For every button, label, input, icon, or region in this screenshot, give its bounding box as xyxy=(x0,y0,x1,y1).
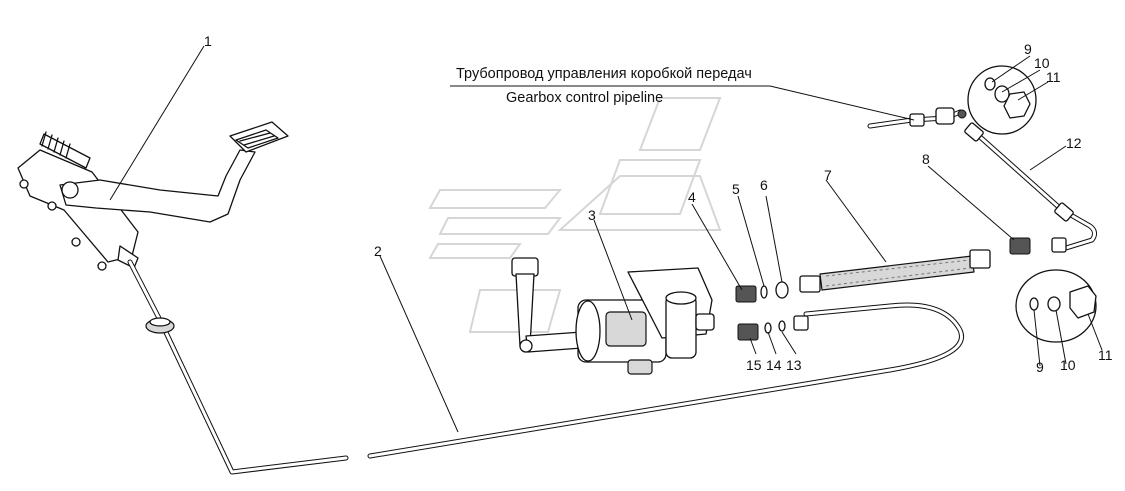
lower-fittings-row xyxy=(737,315,809,341)
pipeline-caption-english: Gearbox control pipeline xyxy=(506,90,663,106)
part-label-13: 13 xyxy=(786,357,802,373)
part-label-1: 1 xyxy=(204,33,212,49)
top-fitting-detail xyxy=(967,65,1037,135)
pedal-push-rod xyxy=(127,259,349,475)
part-label-12: 12 xyxy=(1066,135,1082,151)
bottom-fitting-detail xyxy=(1015,269,1097,343)
clutch-pedal-assembly xyxy=(17,121,289,271)
part-label-8: 8 xyxy=(922,151,930,167)
part-label-10-top: 10 xyxy=(1034,55,1050,71)
part-label-7: 7 xyxy=(824,167,832,183)
part-label-2: 2 xyxy=(374,243,382,259)
leader-lines xyxy=(109,45,1103,433)
part-label-5: 5 xyxy=(732,181,740,197)
master-cylinder xyxy=(511,257,715,375)
gearbox-pipe xyxy=(964,122,1098,253)
part-label-6: 6 xyxy=(760,177,768,193)
part-label-4: 4 xyxy=(688,189,696,205)
part-label-9-top: 9 xyxy=(1024,41,1032,57)
part-label-11-top: 11 xyxy=(1046,69,1061,85)
part-label-10-bottom: 10 xyxy=(1060,357,1076,373)
part-label-14: 14 xyxy=(766,357,782,373)
return-spring-icon xyxy=(41,131,71,159)
part-label-15: 15 xyxy=(746,357,762,373)
part-label-3: 3 xyxy=(588,207,596,223)
upper-fittings-row xyxy=(735,281,789,303)
pipeline-caption-russian: Трубопровод управления коробкой передач xyxy=(456,66,752,82)
flexible-hose xyxy=(799,249,991,293)
part-label-9-bottom: 9 xyxy=(1036,359,1044,375)
long-hydraulic-tube xyxy=(367,302,964,459)
union-fitting xyxy=(1009,237,1031,255)
gearbox-control-pipeline xyxy=(867,107,967,129)
part-label-11-bottom: 11 xyxy=(1098,347,1113,363)
